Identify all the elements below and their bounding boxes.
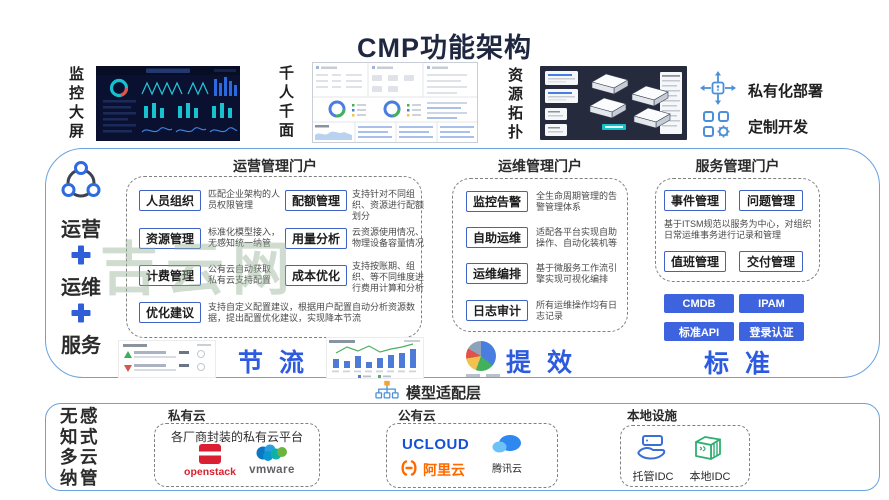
local-facilities-title: 本地设施 <box>627 409 678 423</box>
portals-container-box <box>45 148 880 378</box>
module-ipam: IPAM <box>739 294 804 313</box>
page-title: CMP功能架构 <box>357 33 532 63</box>
public-cloud-title: 公有云 <box>398 409 436 423</box>
module-log-audit: 日志审计 <box>466 300 528 321</box>
efficiency-pie-chart <box>466 341 496 371</box>
move-arrows-icon <box>700 71 736 105</box>
cpu-trend-mini-chart <box>326 337 424 379</box>
tencent-cloud-logo-text: 腾讯云 <box>492 464 522 475</box>
vmware-logo-icon <box>256 444 287 461</box>
local-idc-icon <box>695 436 721 460</box>
keyword-cost-saving: 节流 <box>238 349 321 377</box>
personalized-view-label: 千人千面 <box>277 65 294 141</box>
module-advice-desc: 支持自定义配置建议，根据用户配置自动分析资源数据，提出配置优化建议，实现降本节流 <box>208 302 416 323</box>
module-log-audit-desc: 所有运维操作均有日志记录 <box>536 300 618 321</box>
portal1-title: 运营管理门户 <box>233 158 317 174</box>
multi-cloud-management-label: 无感知式多云纳管 <box>60 406 100 488</box>
ucloud-logo-text: UCLOUD <box>402 436 470 453</box>
hosted-idc-icon <box>637 435 666 460</box>
custom-development-label: 定制开发 <box>748 119 809 136</box>
model-tree-icon <box>375 380 399 399</box>
portal3-title: 服务管理门户 <box>695 158 780 174</box>
module-login-auth: 登录认证 <box>739 322 804 341</box>
keyword-efficiency: 提效 <box>506 349 589 377</box>
stack-operation-label: 运营 <box>61 219 101 241</box>
module-advice: 优化建议 <box>139 302 201 323</box>
private-cloud-note: 各厂商封装的私有云平台 <box>170 430 303 444</box>
private-cloud-title: 私有云 <box>168 409 206 423</box>
personalized-dashboard-thumbnail <box>312 62 478 143</box>
tencent-cloud-logo-icon <box>492 435 521 453</box>
monitor-dashboard-thumbnail <box>96 66 240 141</box>
module-quota: 配额管理 <box>285 190 347 211</box>
monitor-screen-label: 监控大屏 <box>67 66 84 142</box>
decrease-arrow-icon <box>124 365 132 372</box>
module-orchestration: 运维编排 <box>466 263 528 284</box>
portal3-box <box>655 178 820 282</box>
module-incident: 事件管理 <box>664 190 726 211</box>
private-deployment-label: 私有化部署 <box>748 83 824 100</box>
aliyun-logo-text: 阿里云 <box>423 462 465 478</box>
module-cost: 成本优化 <box>285 265 347 286</box>
module-quota-desc: 支持针对不同组织、资源进行配额划分 <box>352 189 425 221</box>
portal3-desc: 基于ITSM规范以服务为中心，对组织日常运维事务进行记录和管理 <box>664 219 812 240</box>
network-nodes-icon <box>61 161 101 198</box>
stack-service-label: 服务 <box>61 335 101 357</box>
local-facilities-box <box>620 425 750 487</box>
openstack-logo-icon <box>198 444 222 464</box>
module-billing-desc: 公有云自动获取私有云支持配置 <box>208 264 272 285</box>
stack-ops-label: 运维 <box>61 277 101 299</box>
plus-icon <box>71 245 91 265</box>
module-resource: 资源管理 <box>139 228 201 249</box>
hosted-idc-label: 托管IDC <box>632 471 674 483</box>
topology-thumbnail <box>540 66 687 140</box>
module-people-org: 人员组织 <box>139 190 201 211</box>
module-cmdb: CMDB <box>664 294 734 313</box>
portal1-box <box>126 176 422 338</box>
vmware-logo-text: vmware <box>249 464 295 476</box>
module-self-ops-desc: 适配各平台实现自助操作、自动化装机等 <box>536 227 618 248</box>
local-idc-label: 本地IDC <box>689 471 731 483</box>
module-resource-desc: 标准化模型接入，无感知统一纳管 <box>208 227 281 248</box>
resource-topology-label: 资源拓扑 <box>506 67 523 143</box>
module-duty: 值班管理 <box>664 251 726 272</box>
module-usage: 用量分析 <box>285 228 347 249</box>
plus-icon <box>71 303 91 323</box>
module-self-ops: 自助运维 <box>466 227 528 248</box>
portal2-box <box>452 178 628 332</box>
private-cloud-box <box>154 423 320 487</box>
module-people-org-desc: 匹配企业架构的人员权限管理 <box>208 189 281 210</box>
module-billing: 计费管理 <box>139 265 201 286</box>
grid-gear-icon <box>703 111 730 138</box>
module-cost-desc: 支持按账期、组织、等不同维度进行费用计算和分析 <box>352 261 425 293</box>
module-problem: 问题管理 <box>739 190 803 211</box>
keyword-standard: 标准 <box>704 350 787 378</box>
openstack-logo-text: openstack <box>184 466 236 478</box>
increase-arrow-icon <box>124 351 132 358</box>
module-delivery: 交付管理 <box>739 251 803 272</box>
cloud-sources-box <box>45 403 880 491</box>
module-monitor-alert: 监控告警 <box>466 191 528 212</box>
public-cloud-box <box>386 423 558 488</box>
module-usage-desc: 云资源使用情况、物理设备容量情况 <box>352 227 425 248</box>
module-standard-api: 标准API <box>664 322 734 341</box>
module-orchestration-desc: 基于微服务工作流引擎实现可视化编排 <box>536 263 618 284</box>
portal2-title: 运维管理门户 <box>498 158 582 174</box>
adapter-layer-label: 模型适配层 <box>406 385 482 402</box>
aliyun-logo-icon <box>401 460 417 476</box>
module-monitor-alert-desc: 全生命周期管理的告警管理体系 <box>536 191 618 212</box>
cost-saving-mini-widget <box>118 340 216 378</box>
